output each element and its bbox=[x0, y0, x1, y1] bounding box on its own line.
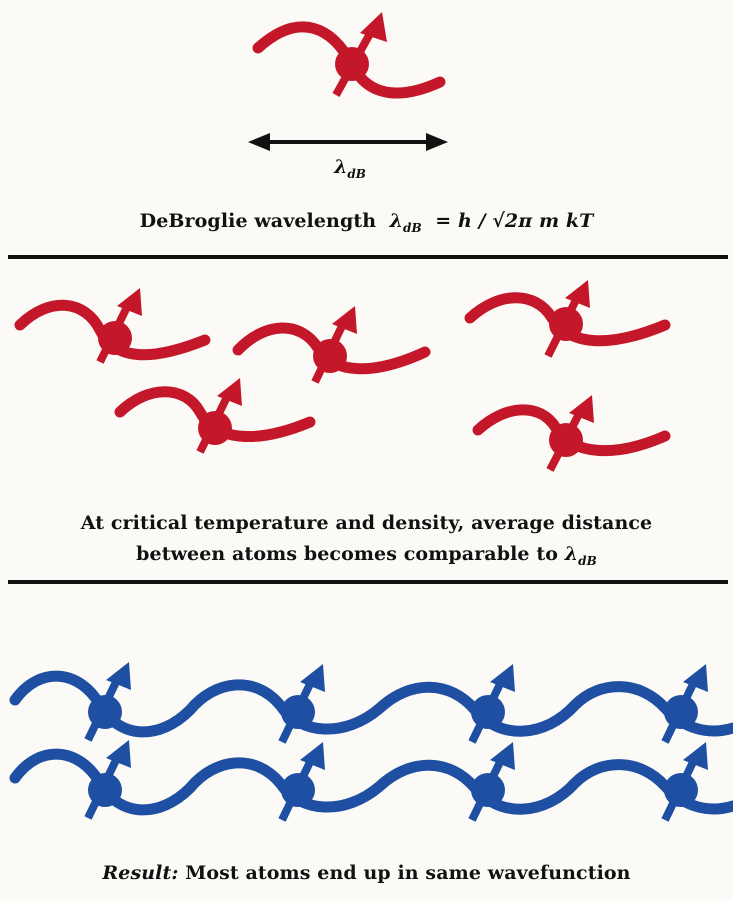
caption-lambda: λ bbox=[389, 210, 404, 232]
red-atom bbox=[232, 306, 431, 384]
wavelength-arrow bbox=[248, 133, 448, 151]
critical-caption-line1: At critical temperature and density, ave… bbox=[80, 512, 653, 534]
blue-atom bbox=[278, 742, 325, 822]
blue-atom bbox=[661, 664, 708, 744]
blue-atom bbox=[661, 742, 708, 822]
critical-caption-lambda-subscript: dB bbox=[578, 553, 597, 568]
blue-atom bbox=[468, 664, 515, 744]
result-text: Most atoms end up in same wavefunction bbox=[185, 862, 631, 884]
critical-caption-line2-wrap: between atoms becomes comparable to λdB bbox=[0, 539, 733, 577]
blue-wave-row-2 bbox=[9, 740, 733, 822]
result-label: Result: bbox=[102, 862, 179, 884]
critical-caption-line2: between atoms becomes comparable to bbox=[136, 543, 558, 565]
debroglie-caption: DeBroglie wavelength λdB = h / √2π m kT bbox=[0, 210, 733, 235]
red-atom-group bbox=[14, 280, 671, 472]
red-atom bbox=[114, 378, 316, 454]
red-atom bbox=[464, 280, 671, 358]
blue-atom bbox=[468, 742, 515, 822]
blue-atom bbox=[84, 662, 131, 742]
critical-caption-lambda: λ bbox=[564, 543, 579, 565]
blue-atom bbox=[84, 740, 131, 820]
red-atom bbox=[472, 395, 671, 472]
blue-atom bbox=[278, 664, 325, 744]
atom-dot bbox=[335, 47, 369, 81]
spin-arrowhead bbox=[360, 12, 387, 42]
debroglie-formula: = h / √2π m kT bbox=[435, 210, 594, 232]
caption-lambda-subscript: dB bbox=[403, 220, 422, 235]
debroglie-caption-text: DeBroglie wavelength bbox=[139, 210, 377, 232]
blue-wave-row-1 bbox=[9, 662, 733, 744]
single-atom-wave bbox=[252, 12, 446, 99]
critical-caption: At critical temperature and density, ave… bbox=[0, 508, 733, 577]
lambda-symbol: λ bbox=[334, 156, 348, 178]
wavelength-label: λdB bbox=[320, 156, 380, 181]
lambda-subscript: dB bbox=[347, 166, 366, 181]
red-atom bbox=[14, 288, 211, 364]
result-caption: Result: Most atoms end up in same wavefu… bbox=[0, 862, 733, 884]
